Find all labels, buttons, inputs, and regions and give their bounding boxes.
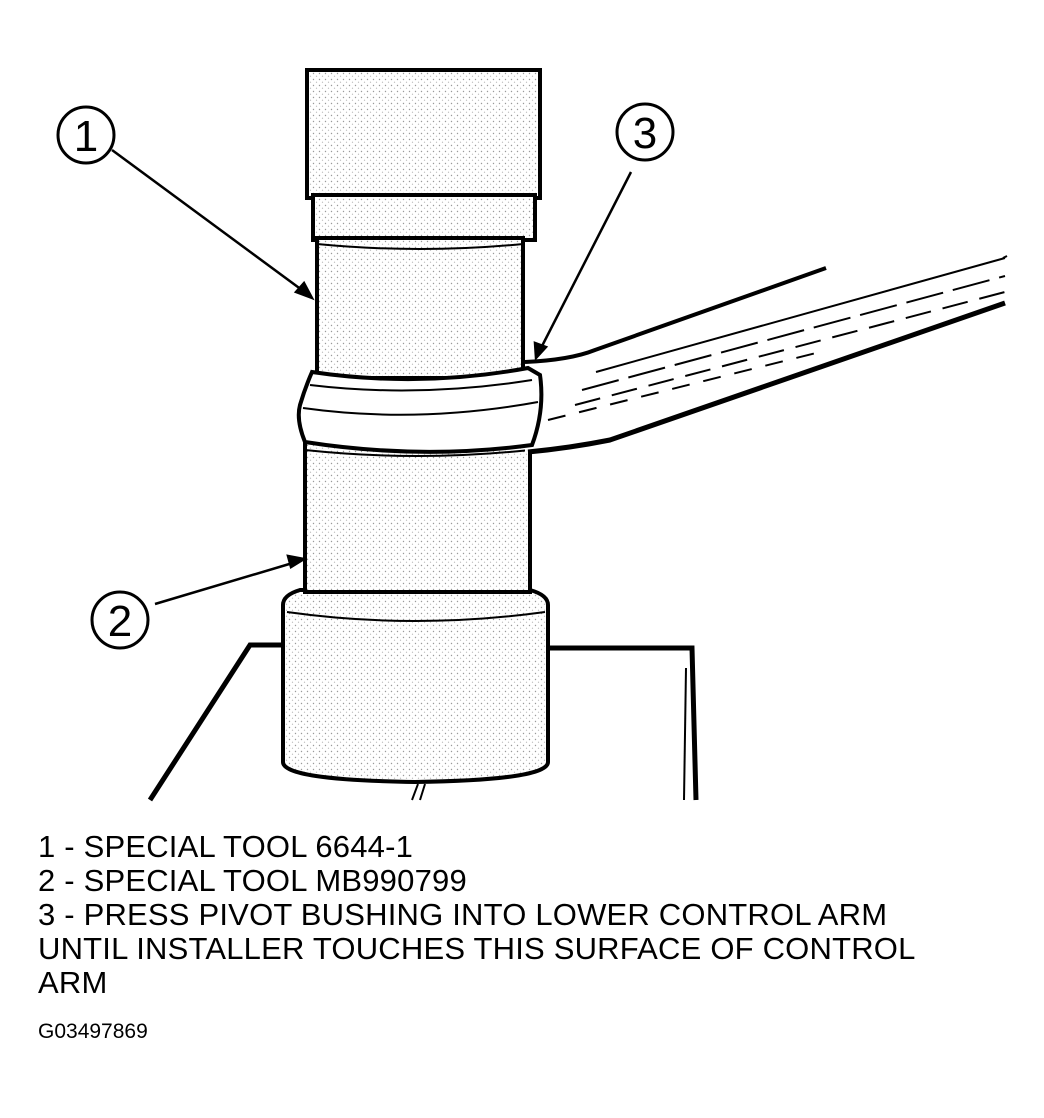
press-table bbox=[147, 642, 699, 802]
figure-id: G03497869 bbox=[38, 1020, 148, 1043]
legend-item-2: 2 - SPECIAL TOOL MB990799 bbox=[38, 863, 467, 898]
special-tool-2-cylinder bbox=[303, 438, 532, 594]
callout-2-number: 2 bbox=[108, 597, 132, 646]
legend-item-1: 1 - SPECIAL TOOL 6644-1 bbox=[38, 829, 414, 864]
special-tool-1-body bbox=[305, 68, 542, 380]
callout-3-number: 3 bbox=[633, 109, 657, 158]
callout-1-number: 1 bbox=[74, 112, 98, 161]
bushing-press-illustration: 1 2 3 bbox=[56, 68, 1008, 802]
legend-item-3-line-1: 3 - PRESS PIVOT BUSHING INTO LOWER CONTR… bbox=[38, 897, 888, 932]
leader-lines bbox=[111, 148, 633, 606]
legend: 1 - SPECIAL TOOL 6644-1 2 - SPECIAL TOOL… bbox=[38, 830, 1028, 1000]
receiver-cup bbox=[281, 588, 550, 801]
callout-3: 3 bbox=[615, 102, 675, 162]
callout-2: 2 bbox=[90, 590, 150, 650]
callout-1: 1 bbox=[56, 105, 116, 165]
lower-control-arm bbox=[296, 255, 1008, 455]
legend-item-3-line-3: ARM bbox=[38, 965, 108, 1000]
legend-item-3-line-2: UNTIL INSTALLER TOUCHES THIS SURFACE OF … bbox=[38, 931, 916, 966]
